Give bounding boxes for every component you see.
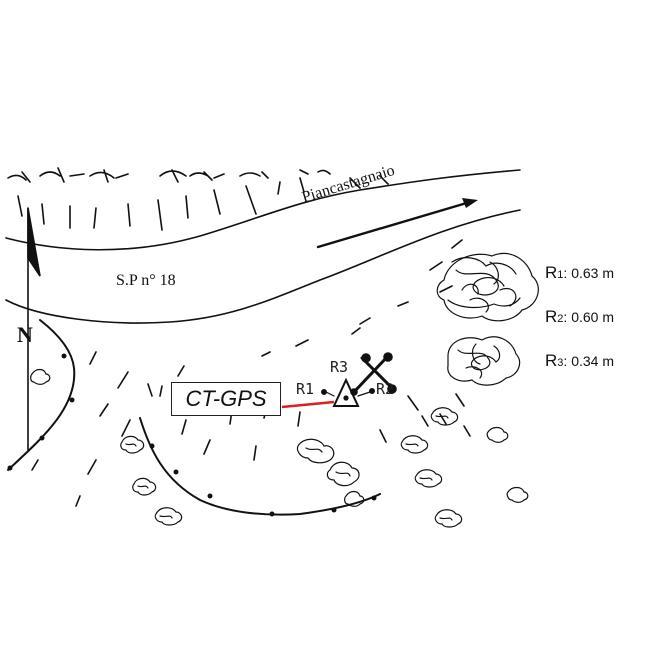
- legend-r2-unit: m: [602, 309, 614, 325]
- road-name-label: S.P n° 18: [116, 272, 176, 289]
- embankment-hatching-bottom: [31, 239, 471, 507]
- station-label-box: CT-GPS: [171, 382, 281, 416]
- antenna-icon: [350, 352, 397, 396]
- north-arrow: [27, 207, 41, 451]
- cable-route: [7, 319, 76, 471]
- trail-markers: [7, 353, 377, 517]
- legend-entry-r1: R1: 0.63 m: [545, 263, 614, 282]
- direction-arrow-head: [462, 198, 478, 208]
- trail-path: [139, 417, 381, 516]
- shrub-large-1: [436, 252, 539, 322]
- legend-r1-value: 0.63: [571, 265, 599, 281]
- grass-tufts-top: [7, 167, 331, 183]
- direction-arrow-line: [316, 200, 472, 249]
- north-label: N: [17, 322, 33, 347]
- shrub-small-cluster: [30, 368, 529, 528]
- legend-entry-r3: R3: 0.34 m: [545, 351, 614, 370]
- legend-r3-value: 0.34: [571, 353, 599, 369]
- reference-r2-label: R2: [376, 380, 395, 398]
- embankment-hatching-top: [17, 175, 389, 231]
- reference-r1-label: R1: [296, 380, 315, 398]
- legend-r1-unit: m: [602, 265, 614, 281]
- road-edge-upper: [5, 169, 521, 251]
- pointer-line: [281, 400, 335, 409]
- legend-entry-r2: R2: 0.60 m: [545, 307, 614, 326]
- road-edge-lower: [5, 209, 521, 324]
- reference-r3-label: R3: [330, 358, 349, 376]
- station-label: CT-GPS: [185, 386, 267, 411]
- legend-r3-unit: m: [602, 353, 614, 369]
- shrub-large-2: [447, 336, 521, 386]
- legend-r2-value: 0.60: [571, 309, 599, 325]
